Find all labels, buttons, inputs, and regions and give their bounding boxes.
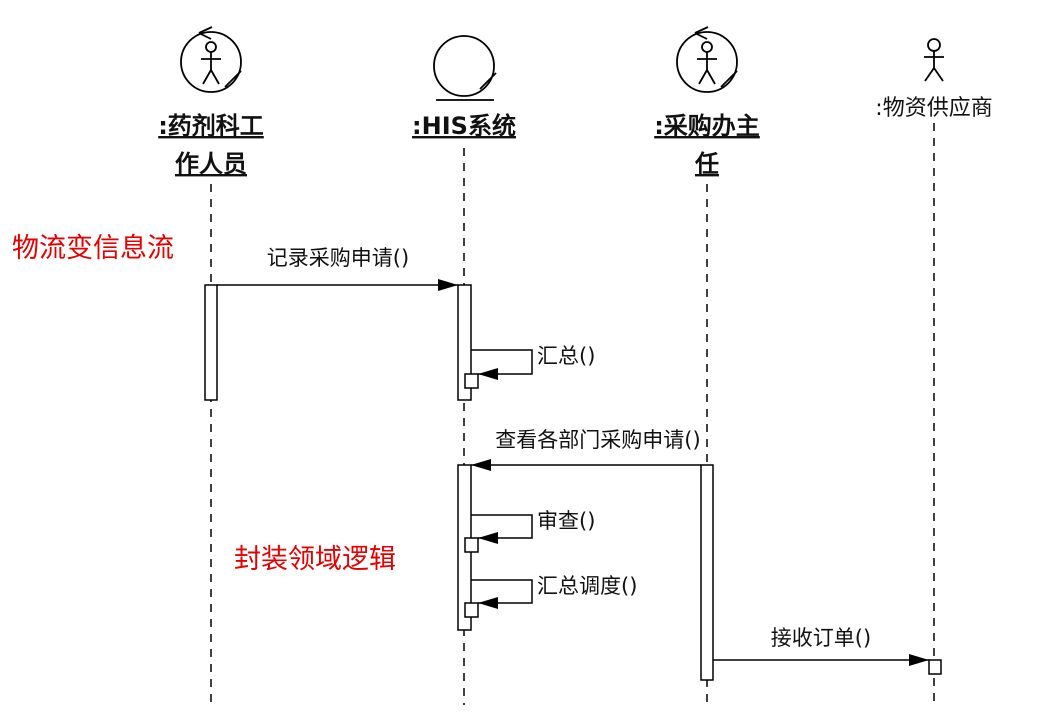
his-system-entity-icon: [433, 35, 497, 101]
message-review-label: 审查(): [537, 509, 595, 533]
message-summarize-label: 汇总(): [537, 344, 595, 368]
message-receive-order-label: 接收订单(): [771, 626, 871, 650]
purchasing-director-activation: [700, 464, 714, 681]
self-call-activation-dispatch: [464, 602, 479, 618]
message-record-request-label: 记录采购申请(): [267, 246, 409, 270]
pharmacy-staff-label-line1: :药剂科工: [158, 112, 264, 140]
purchasing-director-label-line1: :采购办主: [654, 112, 760, 140]
message-summarize-dispatch-label: 汇总调度(): [537, 574, 637, 598]
annotation-encapsulation-note: 封装领域逻辑: [234, 544, 396, 575]
pharmacy-staff-control-icon: [180, 26, 242, 93]
his-system-activation-1: [457, 284, 472, 401]
self-call-activation-review: [464, 537, 479, 553]
his-system-label: :HIS系统: [412, 112, 516, 140]
message-view-requests-label: 查看各部门采购申请(): [495, 428, 700, 452]
purchasing-director-label-line2: 任: [694, 150, 719, 178]
message-review-arrow: [471, 514, 533, 544]
supplier-activation: [928, 659, 942, 675]
annotation-flow-note: 物流变信息流: [12, 233, 174, 264]
supplier-label: :物资供应商: [875, 96, 992, 121]
supplier-actor-icon: [924, 38, 944, 82]
purchasing-director-control-icon: [676, 26, 738, 93]
pharmacy-staff-label-line2: 作人员: [175, 150, 247, 178]
message-summarize-dispatch-arrow: [471, 579, 533, 609]
pharmacy-staff-activation: [204, 284, 218, 401]
self-call-activation-summarize: [464, 373, 479, 389]
message-summarize-arrow: [471, 349, 533, 380]
